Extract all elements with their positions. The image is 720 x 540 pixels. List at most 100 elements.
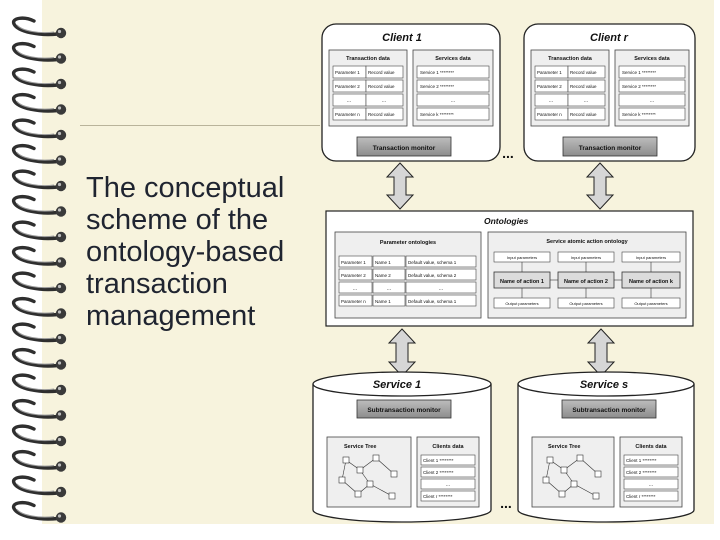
service-s-tree-graph: [542, 454, 602, 500]
parameter-ontologies: Parameter ontologies Parameter 1 Name 1 …: [334, 231, 482, 319]
service-1-client-row: Client 1 ********: [423, 458, 454, 463]
client-r-row-2: Parameter 2 Record value Service 2 *****…: [534, 79, 686, 93]
client-1-cell: ...: [451, 98, 455, 104]
output-parameters-2: Output parameters: [569, 301, 602, 306]
client-r-cell: Parameter n: [537, 112, 562, 117]
binding-ring: [11, 245, 67, 268]
service-s-client-row: ...: [649, 482, 653, 488]
param-row-1: Parameter 1 Name 1 Default value, schema…: [338, 255, 477, 268]
binding-ring: [11, 41, 67, 64]
action-2: Name of action 2: [564, 279, 608, 285]
action-k: Name of action k: [629, 279, 674, 285]
binding-ring: [11, 398, 67, 421]
arrow-client1-ontologies: [385, 162, 415, 210]
arrow-ontologies-services: [586, 328, 616, 377]
output-parameters-3: Output parameters: [634, 301, 667, 306]
binding-ring: [11, 500, 67, 523]
input-parameters-2: Input parameters: [571, 255, 601, 260]
binding-ring: [11, 424, 67, 447]
client-1-services-header: Services data: [435, 56, 471, 62]
binding-ring: [11, 322, 67, 345]
binding-ring: [11, 220, 67, 243]
client-r-title: Client r: [590, 32, 629, 44]
client-1-row-2: Parameter 2 Record value Service 2 *****…: [332, 79, 490, 93]
input-parameters-1: Input parameters: [507, 255, 537, 260]
clients-ellipsis: ...: [502, 145, 514, 161]
client-1-monitor: Transaction monitor: [373, 145, 436, 152]
service-s-client-row: Client 1 ********: [626, 458, 657, 463]
ontologies-panel: Ontologies Parameter ontologies Paramete…: [325, 210, 694, 327]
client-1-cell: Record value: [368, 70, 395, 75]
client-r-cell: Record value: [570, 84, 597, 89]
client-r-cell: Record value: [570, 70, 597, 75]
service-1-title: Service 1: [373, 379, 421, 391]
client-r-cell: ...: [549, 98, 553, 104]
slide-title: The conceptual scheme of the ontology-ba…: [86, 172, 285, 332]
client-1-cell: ...: [347, 98, 351, 104]
client-r-row-3: ... ... ...: [534, 93, 686, 107]
binding-ring: [11, 296, 67, 319]
param-cell: Name 1: [375, 260, 391, 265]
services-ellipsis: ...: [500, 495, 512, 511]
binding-ring: [11, 143, 67, 166]
binding-ring: [11, 67, 67, 90]
binding-ring: [11, 16, 67, 39]
client-1-cell: Parameter 2: [335, 84, 360, 89]
client-1-cell: Parameter n: [335, 112, 360, 117]
service-s: Service s Subtransaction monitor Service…: [517, 371, 695, 523]
output-parameters-1: Output parameters: [505, 301, 538, 306]
service-s-monitor: Subtransaction monitor: [572, 407, 646, 414]
client-r-cell: Record value: [570, 112, 597, 117]
client-r-monitor: Transaction monitor: [579, 145, 642, 152]
binding-ring: [11, 118, 67, 141]
client-r-services-header: Services data: [634, 56, 670, 62]
action-1: Name of action 1: [500, 279, 544, 285]
binding-ring: [11, 92, 67, 115]
client-1-cell: Service 2 ********: [420, 84, 454, 89]
title-divider: [80, 125, 320, 126]
client-1: Client 1 Transaction data Services data …: [321, 23, 501, 162]
param-cell: Parameter 1: [341, 260, 366, 265]
ontology-diagram: Client 1 Transaction data Services data …: [312, 23, 696, 523]
client-r-cell: Service 1 ********: [622, 70, 656, 75]
param-cell: Name 1: [375, 299, 391, 304]
client-1-row-3: ... ... ...: [332, 93, 490, 107]
client-r-row-1: Parameter 1 Record value Service 1 *****…: [534, 65, 686, 79]
binding-ring: [11, 194, 67, 217]
param-cell: Parameter n: [341, 299, 366, 304]
binding-ring: [11, 271, 67, 294]
param-cell: Parameter 2: [341, 273, 366, 278]
binding-ring: [11, 169, 67, 192]
client-r-row-4: Parameter n Record value Service k *****…: [534, 107, 686, 121]
param-cell: Default value, schema 1: [408, 299, 457, 304]
service-action-ontology-title: Service atomic action ontology: [546, 239, 628, 245]
ontologies-title: Ontologies: [484, 216, 529, 226]
client-r-cell: Service k ********: [622, 112, 656, 117]
client-r-cell: Parameter 1: [537, 70, 562, 75]
binding-ring: [11, 373, 67, 396]
client-r-cell: ...: [584, 98, 588, 104]
binding-ring: [11, 475, 67, 498]
service-1-client-row: Client 2 ********: [423, 470, 454, 475]
client-r-cell: ...: [650, 98, 654, 104]
service-s-title: Service s: [580, 379, 628, 391]
service-1-tree-graph: [338, 454, 398, 500]
client-1-row-4: Parameter n Record value Service k *****…: [332, 107, 490, 121]
param-row-2: Parameter 2 Name 2 Default value, schema…: [338, 268, 477, 281]
service-1-client-row: ...: [446, 482, 450, 488]
binding-ring: [11, 347, 67, 370]
param-cell: Default value, schema 1: [408, 260, 457, 265]
param-cell: Default value, schema 2: [408, 273, 457, 278]
service-1-tree-label: Service Tree: [344, 444, 376, 450]
param-cell: ...: [353, 286, 357, 292]
param-row-3: ... ... ...: [338, 281, 477, 294]
client-1-cell: Record value: [368, 84, 395, 89]
client-1-cell: ...: [382, 98, 386, 104]
client-1-cell: Service k ********: [420, 112, 454, 117]
service-s-client-row: Client r ********: [626, 494, 656, 499]
client-r: Client r Transaction data Services data …: [523, 23, 696, 162]
client-r-cell: Service 2 ********: [622, 84, 656, 89]
service-1-monitor: Subtransaction monitor: [367, 407, 441, 414]
client-1-cell: Service 1 ********: [420, 70, 454, 75]
parameter-ontologies-title: Parameter ontologies: [380, 240, 436, 246]
